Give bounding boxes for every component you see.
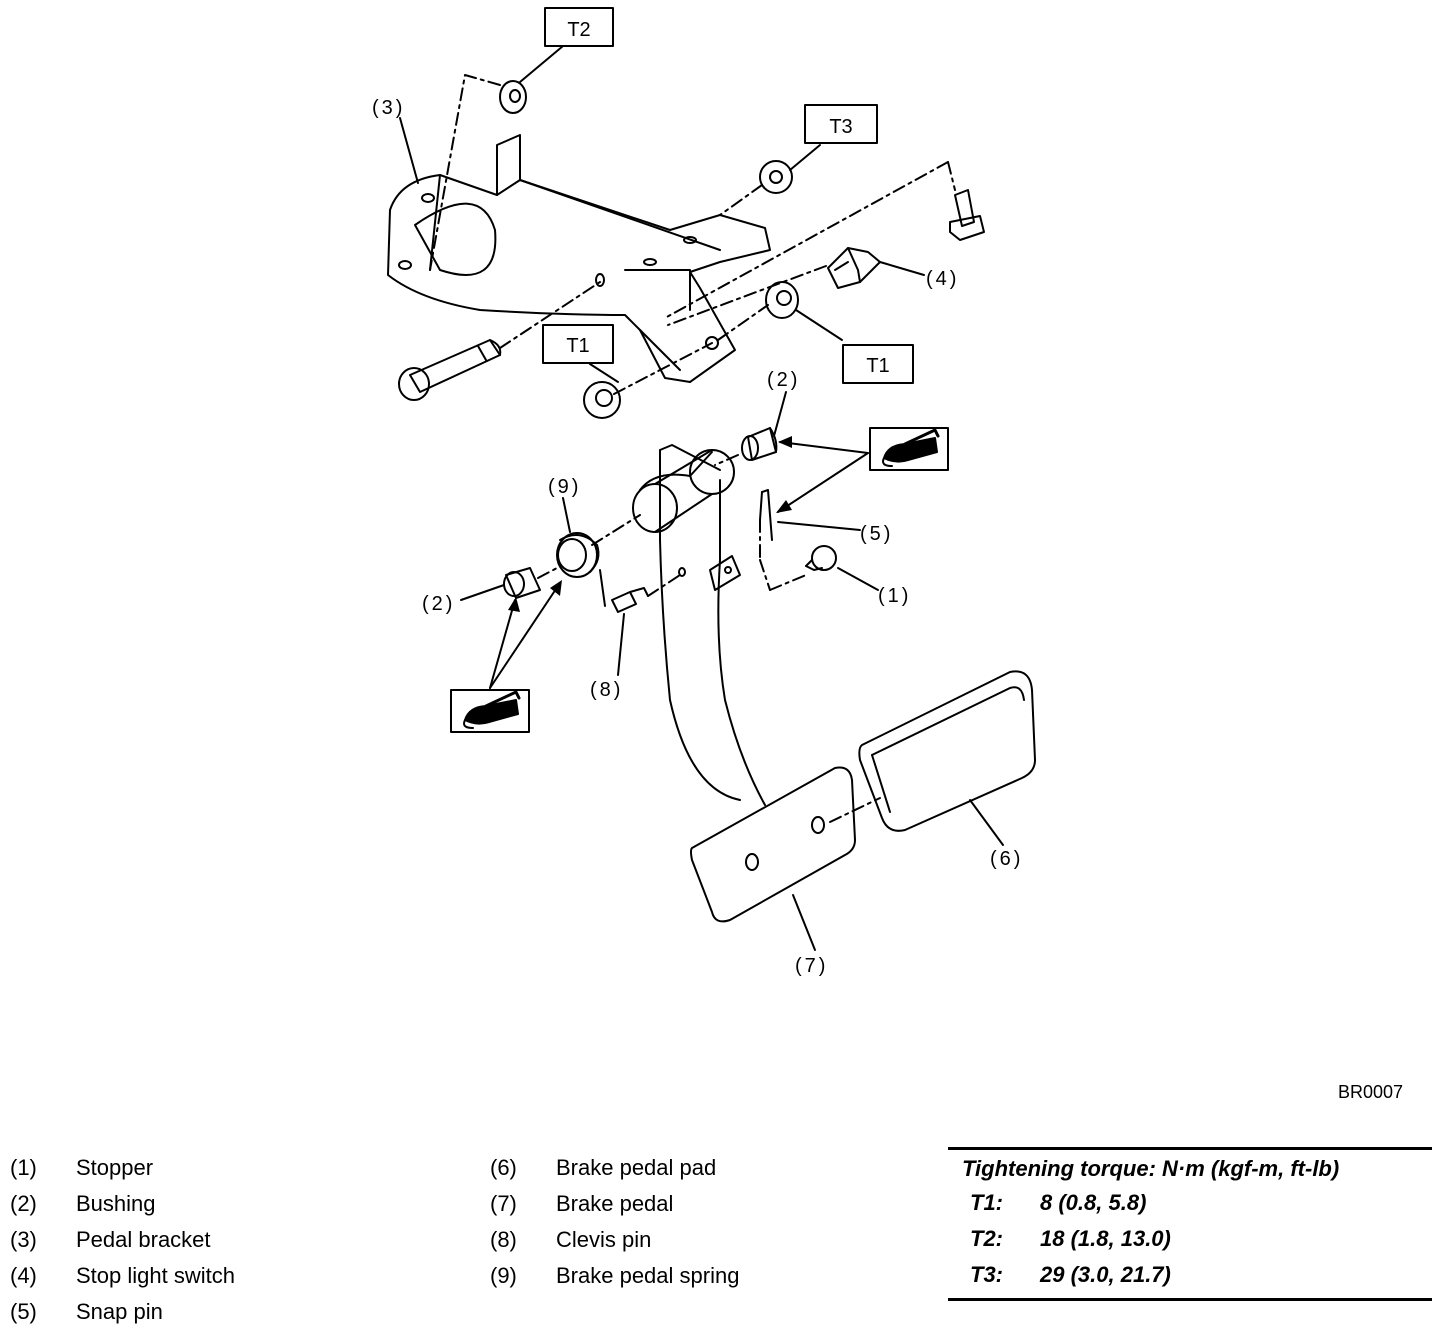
legend-number: (3): [10, 1227, 37, 1252]
torque-label-t1-left: T1: [566, 335, 589, 357]
legend-item: (9) Brake pedal spring: [490, 1263, 920, 1299]
legend-label: Brake pedal: [556, 1191, 674, 1216]
stopper: [805, 545, 837, 571]
legend-item: (6) Brake pedal pad: [490, 1155, 920, 1191]
callout-9: (9): [548, 476, 581, 498]
clevis-pin: [611, 574, 681, 613]
callout-3: (3): [372, 97, 405, 119]
snap-pin: [759, 489, 807, 591]
bushing-top: [714, 427, 778, 466]
legend-number: (8): [490, 1227, 517, 1252]
legend-label: Snap pin: [76, 1299, 163, 1324]
legend-label: Stopper: [76, 1155, 154, 1180]
torque-name: T2:: [970, 1226, 1003, 1251]
torque-label-t2: T2: [567, 19, 590, 41]
parts-legend-left: (1) Stopper (2) Bushing (3) Pedal bracke…: [10, 1155, 440, 1335]
torque-box-t3-frame: [804, 104, 878, 144]
brake-pedal-arm: [632, 444, 766, 806]
pivot-bolt: [398, 281, 601, 401]
legend-item: (5) Snap pin: [10, 1299, 440, 1335]
grease-icon: [450, 689, 530, 733]
legend-item: (4) Stop light switch: [10, 1263, 440, 1299]
brake-pedal-exploded-diagram: T2 T3 T1 T1 (3) (4) (2) (9) (5) (1) (2) …: [372, 7, 1036, 977]
callout-5: (5): [860, 523, 893, 545]
torque-name: T3:: [970, 1262, 1003, 1287]
brake-pedal-spring: [556, 514, 641, 607]
legend-number: (5): [10, 1299, 37, 1324]
legend-item: (1) Stopper: [10, 1155, 440, 1191]
callout-2-top: (2): [767, 369, 800, 391]
nut-t3: [719, 160, 793, 216]
bushing-left: [503, 567, 558, 599]
legend-item: (3) Pedal bracket: [10, 1227, 440, 1263]
legend-item: (8) Clevis pin: [490, 1227, 920, 1263]
callout-8: (8): [590, 679, 623, 701]
legend-number: (7): [490, 1191, 517, 1216]
legend-number: (9): [490, 1263, 517, 1288]
torque-box-t2-frame: [544, 7, 614, 47]
torque-value: 8 (0.8, 5.8): [1040, 1190, 1147, 1215]
torque-row: T3: 29 (3.0, 21.7): [948, 1258, 1432, 1294]
torque-value: 18 (1.8, 13.0): [1040, 1226, 1171, 1251]
torque-table-title: Tightening torque: N·m (kgf-m, ft-lb): [962, 1156, 1340, 1181]
figure-code: BR0007: [1338, 1082, 1404, 1102]
legend-label: Pedal bracket: [76, 1227, 211, 1252]
torque-row: T1: 8 (0.8, 5.8): [948, 1186, 1432, 1222]
torque-name: T1:: [970, 1190, 1003, 1215]
callout-1: (1): [878, 585, 911, 607]
legend-label: Clevis pin: [556, 1227, 652, 1252]
pedal-bracket: [387, 134, 771, 383]
legend-item: (7) Brake pedal: [490, 1191, 920, 1227]
callout-4: (4): [926, 268, 959, 290]
torque-value: 29 (3.0, 21.7): [1040, 1262, 1171, 1287]
legend-number: (1): [10, 1155, 37, 1180]
legend-item: (2) Bushing: [10, 1191, 440, 1227]
nut-t1-left: [583, 342, 713, 419]
torque-table: Tightening torque: N·m (kgf-m, ft-lb) T1…: [948, 1147, 1432, 1301]
callout-6: (6): [990, 848, 1023, 870]
legend-label: Brake pedal spring: [556, 1263, 740, 1288]
nut-t1-right: [717, 281, 799, 341]
legend-number: (2): [10, 1191, 37, 1216]
legend-label: Stop light switch: [76, 1263, 235, 1288]
brake-pedal-plate: [690, 766, 881, 923]
torque-label-t3: T3: [829, 116, 852, 138]
leader-lines: [399, 45, 1004, 951]
nut-t2: [429, 74, 527, 271]
legend-number: (4): [10, 1263, 37, 1288]
brake-pedal-pad: [858, 670, 1036, 832]
torque-row: T2: 18 (1.8, 13.0): [948, 1222, 1432, 1258]
legend-label: Bushing: [76, 1191, 156, 1216]
callout-2-left: (2): [422, 593, 455, 615]
grease-icon: [869, 427, 949, 471]
legend-label: Brake pedal pad: [556, 1155, 717, 1180]
torque-label-t1-right: T1: [866, 355, 889, 377]
parts-legend-right: (6) Brake pedal pad (7) Brake pedal (8) …: [490, 1155, 920, 1299]
callout-7: (7): [795, 955, 828, 977]
legend-number: (6): [490, 1155, 517, 1180]
torque-box-t1-right-frame: [842, 344, 914, 384]
torque-box-t1-left-frame: [542, 324, 614, 364]
small-bolt: [664, 161, 985, 319]
grease-arrows: [489, 441, 869, 689]
